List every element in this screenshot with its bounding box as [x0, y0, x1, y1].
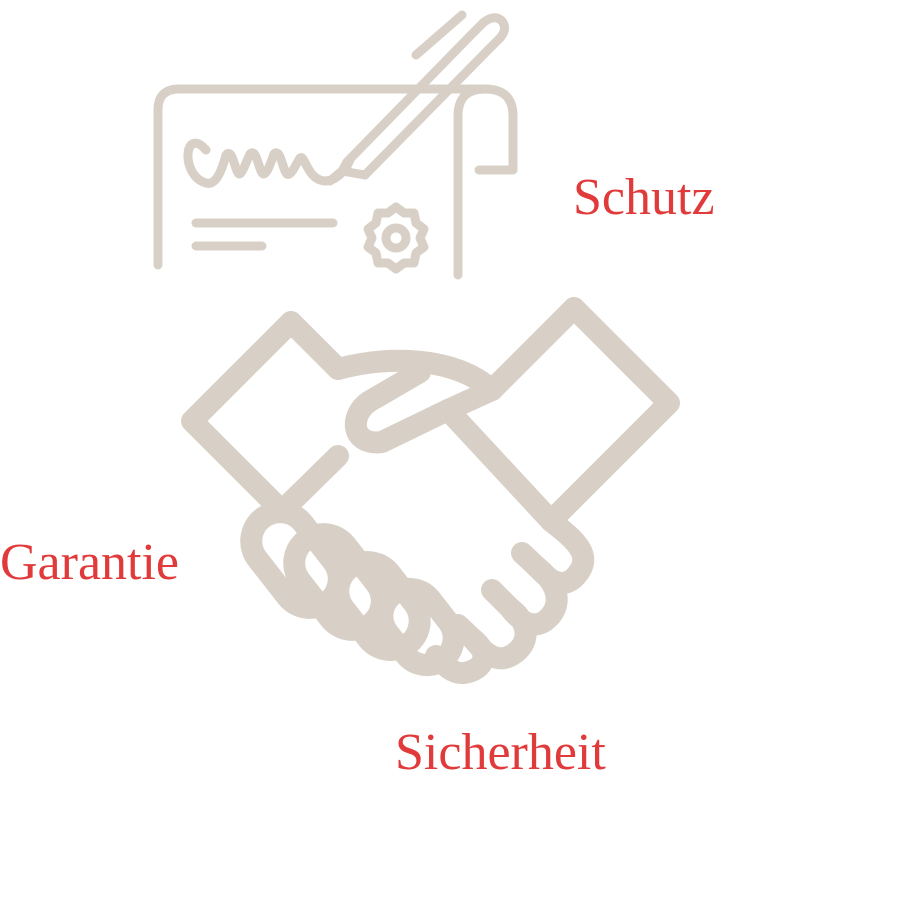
label-schutz: Schutz: [573, 169, 715, 226]
label-sicherheit: Sicherheit: [395, 724, 606, 781]
label-garantie: Garantie: [0, 534, 180, 591]
